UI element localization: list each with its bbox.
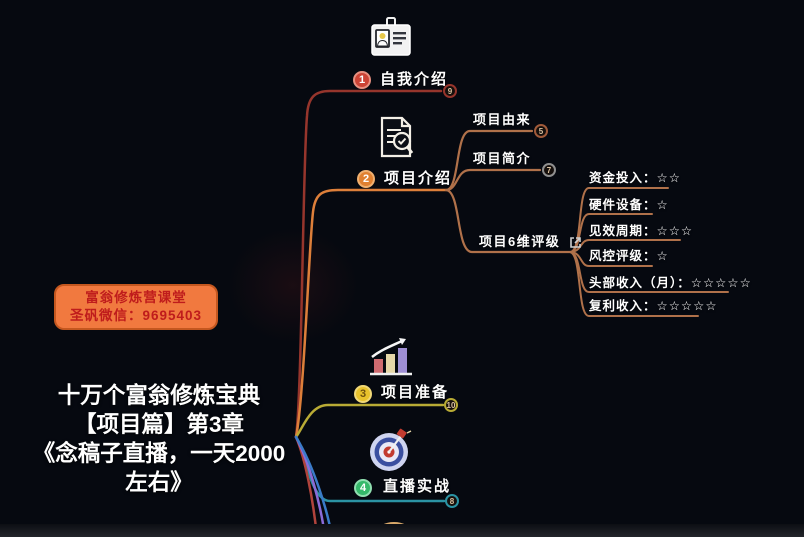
title-line3: 《念稿子直播，一天2000 — [32, 441, 286, 466]
priority-2-badge[interactable]: 2 — [357, 170, 375, 188]
collapse-count-origin[interactable]: 5 — [534, 124, 548, 138]
priority-4-badge[interactable]: 4 — [354, 479, 372, 497]
promo-box[interactable]: 富翁修炼营课堂 圣矾微信：9695403 — [54, 284, 218, 330]
topic-project-brief[interactable]: 项目简介 — [473, 151, 532, 166]
topic-project-origin[interactable]: 项目由来 — [473, 112, 532, 127]
priority-4-number: 4 — [359, 482, 367, 494]
title-line2: 【项目篇】第3章 — [73, 412, 244, 437]
rating-cycle[interactable]: 见效周期：☆☆☆ — [589, 224, 694, 238]
title-line1: 十万个富翁修炼宝典 — [57, 383, 261, 408]
bar-chart-growth-icon[interactable] — [366, 335, 416, 381]
priority-3-badge[interactable]: 3 — [354, 385, 372, 403]
rating-risk[interactable]: 风控评级：☆ — [589, 249, 669, 263]
title-block[interactable]: 十万个富翁修炼宝典 【项目篇】第3章 《念稿子直播，一天2000 左右》 — [6, 381, 312, 497]
collapse-count-prepare[interactable]: 10 — [444, 398, 458, 412]
collapse-count-live[interactable]: 8 — [445, 494, 459, 508]
dartboard-icon[interactable] — [367, 427, 413, 473]
title-line4: 左右》 — [125, 470, 193, 495]
topic-project-prepare[interactable]: 项目准备 — [381, 384, 450, 401]
document-search-icon[interactable] — [376, 115, 418, 161]
rating-top-income[interactable]: 头部收入（月）：☆☆☆☆☆ — [589, 276, 752, 290]
priority-1-number: 1 — [358, 74, 366, 86]
collapse-count-self-intro[interactable]: 9 — [443, 84, 457, 98]
promo-line1: 富翁修炼营课堂 — [85, 290, 187, 305]
rating-hardware[interactable]: 硬件设备：☆ — [589, 198, 669, 212]
id-card-icon[interactable] — [367, 15, 415, 63]
topic-self-intro[interactable]: 自我介绍 — [380, 71, 449, 88]
topic-rating[interactable]: 项目6维评级 — [479, 234, 561, 249]
priority-1-badge[interactable]: 1 — [353, 71, 371, 89]
topic-live-practice[interactable]: 直播实战 — [383, 478, 452, 495]
bottom-strip — [0, 524, 804, 537]
rating-capital[interactable]: 资金投入：☆☆ — [589, 171, 681, 185]
watermark-smudge — [228, 228, 358, 343]
hyperlink-icon[interactable] — [569, 236, 582, 249]
topic-project-intro[interactable]: 项目介绍 — [384, 170, 453, 187]
collapse-count-brief[interactable]: 7 — [542, 163, 556, 177]
promo-line2: 圣矾微信：9695403 — [69, 308, 203, 323]
priority-3-number: 3 — [359, 388, 367, 400]
rating-compound-income[interactable]: 复利收入：☆☆☆☆☆ — [589, 299, 718, 313]
priority-2-number: 2 — [362, 173, 370, 185]
